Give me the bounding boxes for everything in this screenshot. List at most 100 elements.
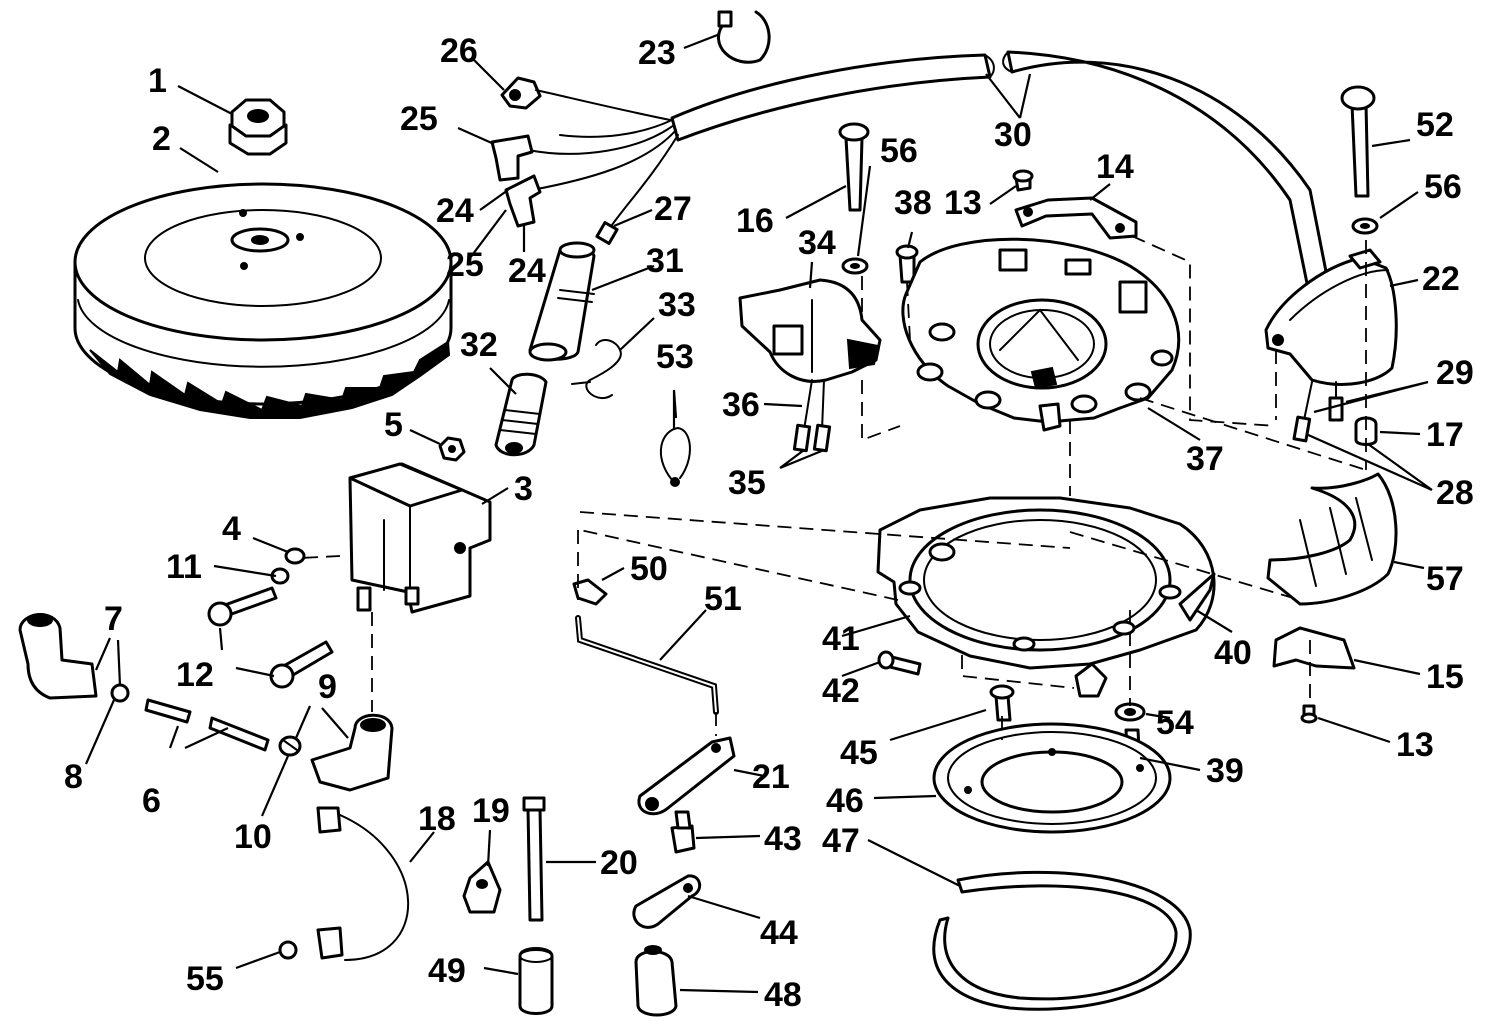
long-bolt: [522, 796, 546, 922]
callout-41: 41: [822, 620, 860, 658]
callout-37: 37: [1186, 440, 1224, 478]
timer-base-sensor: [1264, 248, 1398, 386]
callout-27: 27: [654, 190, 692, 228]
callout-26: 26: [440, 32, 478, 70]
ignition-coil: [348, 462, 492, 614]
armature-plate: [876, 496, 1216, 698]
coil-leads: [792, 379, 832, 453]
rod-clip: [572, 578, 608, 606]
callout-42: 42: [822, 672, 860, 710]
callout-44: 44: [760, 914, 798, 952]
callout-52: 52: [1416, 106, 1454, 144]
callout-30: 30: [994, 116, 1032, 154]
sensor-bolt: [1340, 85, 1376, 198]
leader-lines: [84, 32, 1433, 994]
callout-49: 49: [428, 952, 466, 990]
callout-17: 17: [1426, 416, 1464, 454]
callout-19: 19: [472, 792, 510, 830]
callout-40: 40: [1214, 634, 1252, 672]
callout-20: 20: [600, 844, 638, 882]
wire-clamp: [717, 10, 771, 64]
callout-3: 3: [514, 470, 533, 508]
throttle-arm: [637, 736, 736, 816]
spring-small: [110, 683, 130, 703]
spring: [571, 338, 622, 399]
callout-33: 33: [658, 286, 696, 324]
callout-55: 55: [186, 960, 224, 998]
callout-28: 28: [1436, 474, 1474, 512]
retainer-plate: [932, 722, 1172, 834]
bracket-screw-top: [1012, 169, 1034, 192]
callout-16: 16: [736, 202, 774, 240]
callout-10: 10: [234, 818, 272, 856]
callout-18: 18: [418, 800, 456, 838]
callout-24-lower: 24: [508, 252, 546, 290]
callout-5: 5: [384, 406, 403, 444]
coil-bolt-lower: [269, 640, 334, 689]
callout-39: 39: [1206, 752, 1244, 790]
callout-48: 48: [764, 976, 802, 1014]
stator-plate: [901, 237, 1181, 432]
callout-56-left: 56: [880, 132, 918, 170]
small-nut: [438, 436, 466, 462]
callout-50: 50: [630, 550, 668, 588]
sleeve: [528, 241, 596, 362]
callout-25-upper: 25: [400, 100, 438, 138]
wave-washer: [1114, 702, 1146, 722]
callout-2: 2: [152, 120, 171, 158]
callout-9: 9: [318, 668, 337, 706]
wire-clip: [660, 426, 691, 487]
star-washer: [278, 940, 298, 960]
callout-6: 6: [142, 782, 161, 820]
charge-coil: [738, 278, 882, 383]
retainer-screw: [989, 684, 1015, 722]
ground-wire: [316, 806, 410, 961]
spark-plug-boot-upper: [490, 134, 534, 182]
callout-57: 57: [1426, 560, 1464, 598]
bracket-screw-bottom: [1300, 704, 1318, 724]
flywheel: [73, 182, 453, 419]
callout-4: 4: [222, 510, 241, 548]
link-rod: [575, 615, 719, 715]
callout-25-lower: 25: [446, 246, 484, 284]
bushing-left: [518, 947, 554, 1015]
callout-15: 15: [1426, 658, 1464, 696]
pin-upper: [144, 698, 192, 724]
callout-38: 38: [894, 184, 932, 222]
callout-29: 29: [1436, 354, 1474, 392]
elbow-boot: [18, 613, 98, 700]
coil-screw: [838, 122, 870, 212]
pivot-pin: [670, 810, 696, 854]
plate-screw: [895, 244, 919, 284]
callout-14: 14: [1096, 148, 1134, 186]
flywheel-nut: [228, 98, 288, 156]
callout-23: 23: [638, 34, 676, 72]
callout-34: 34: [798, 224, 836, 262]
callout-36: 36: [722, 386, 760, 424]
coil-bolt-upper: [207, 586, 278, 627]
callout-46: 46: [826, 782, 864, 820]
callout-13-top: 13: [944, 184, 982, 222]
callout-32: 32: [460, 326, 498, 364]
elbow-boot-coil: [310, 713, 394, 792]
callout-8: 8: [64, 758, 83, 796]
callout-12: 12: [176, 656, 214, 694]
washer-coil: [841, 257, 869, 275]
callout-24-upper: 24: [436, 192, 474, 230]
shield: [1266, 472, 1398, 606]
retainer: [1272, 626, 1356, 670]
bushing-right: [634, 945, 678, 1017]
callout-53: 53: [656, 338, 694, 376]
callout-56-right: 56: [1424, 168, 1462, 206]
callout-45: 45: [840, 734, 878, 772]
small-sleeve: [1354, 416, 1378, 446]
plate-screw-side: [877, 650, 922, 676]
bracket: [1014, 196, 1138, 240]
spring-coil: [278, 735, 302, 757]
throttle-link: [632, 874, 702, 929]
cap: [494, 372, 548, 457]
ring-terminal: [500, 76, 681, 123]
callout-47: 47: [822, 822, 860, 860]
